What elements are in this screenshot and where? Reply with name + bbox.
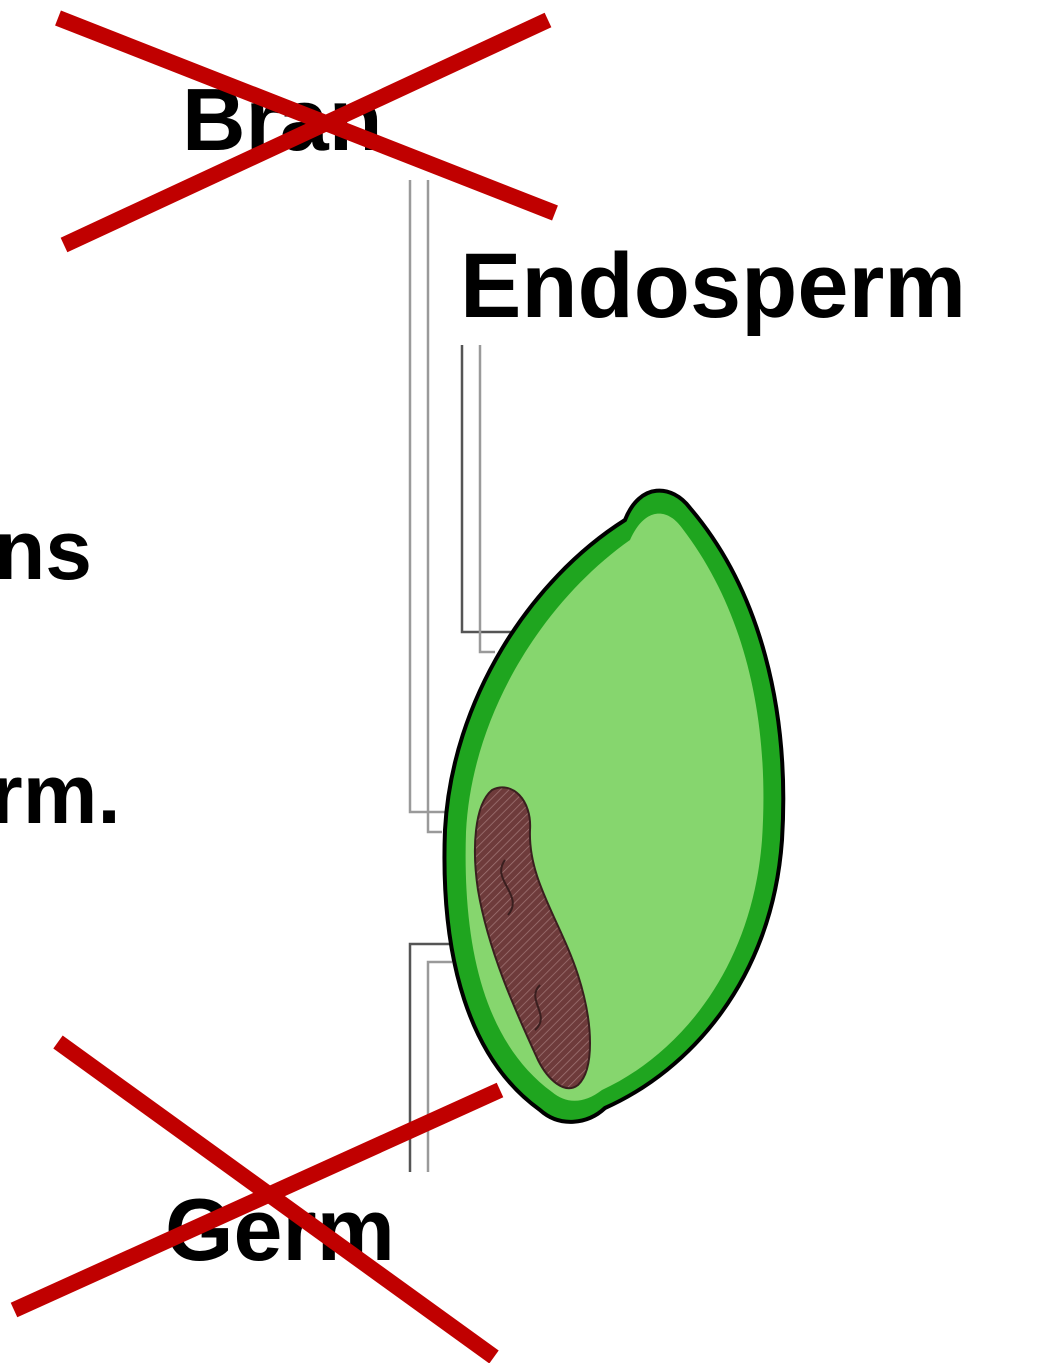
germ-cross-out-mark [14, 1042, 500, 1357]
bran-cross-out-mark [58, 18, 555, 245]
